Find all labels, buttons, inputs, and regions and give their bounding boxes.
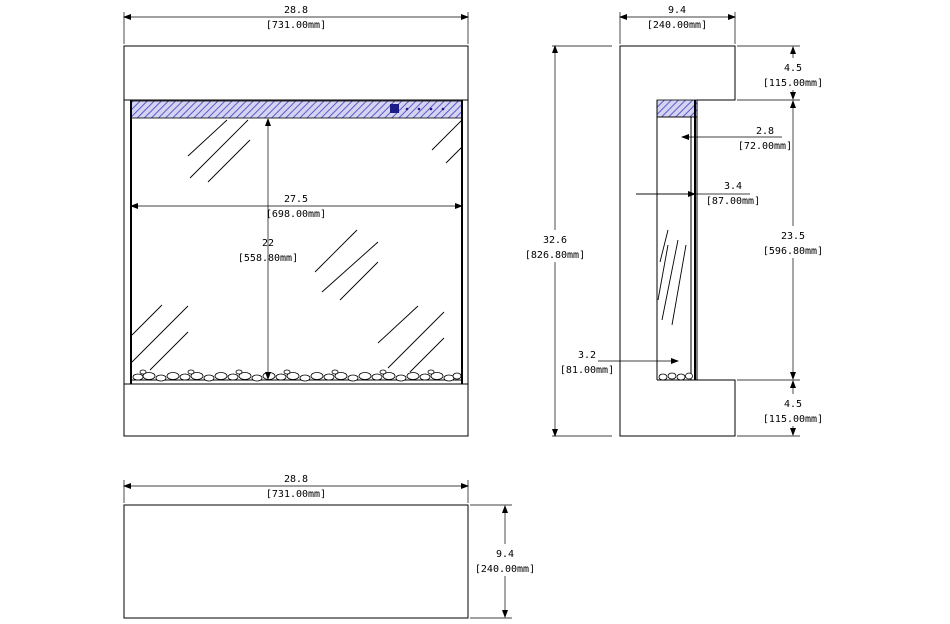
control-strip — [130, 100, 463, 119]
front-width-inch: 28.8 — [284, 5, 308, 16]
glass-height-dimension: 22 [558.80mm] — [238, 118, 298, 380]
opening-height-inch: 23.5 — [781, 231, 805, 242]
top-depth-inch: 9.4 — [496, 549, 514, 560]
top-width-dimension: 28.8 [731.00mm] — [123, 474, 469, 503]
glass-width-dimension: 27.5 [698.00mm] — [130, 194, 463, 220]
top-depth-dimension: 9.4 [240.00mm] — [470, 504, 535, 619]
bottom-band-inch: 4.5 — [784, 399, 802, 410]
control-panel-icon — [390, 104, 445, 113]
total-height-inch: 32.6 — [543, 235, 567, 246]
top-width-inch: 28.8 — [284, 474, 308, 485]
side-depth-dimension: 9.4 [240.00mm] — [619, 5, 736, 44]
top-view-outline — [123, 504, 469, 619]
side-glass-reflections — [657, 229, 687, 326]
bottom-band-mm: [115.00mm] — [763, 414, 823, 425]
recess-mid-mm: [87.00mm] — [706, 196, 760, 207]
glass-width-inch: 27.5 — [284, 194, 308, 205]
total-height-mm: [826.80mm] — [525, 250, 585, 261]
side-ember-bed — [658, 372, 693, 381]
recess-mid-inch: 3.4 — [724, 181, 742, 192]
glass-panel — [130, 100, 463, 384]
recess-top-inch: 2.8 — [756, 126, 774, 137]
recess-bottom-mm: [81.00mm] — [560, 365, 614, 376]
top-band-inch: 4.5 — [784, 63, 802, 74]
front-outer-frame — [123, 45, 469, 437]
recess-bottom-dimension: 3.2 [81.00mm] — [560, 350, 679, 376]
recess-mid-dimension: 3.4 [87.00mm] — [636, 181, 760, 207]
side-control-strip — [656, 99, 698, 118]
glass-reflections — [131, 119, 463, 373]
opening-height-dimension: 23.5 [596.80mm] — [763, 100, 823, 380]
recess-top-dimension: 2.8 [72.00mm] — [681, 126, 792, 152]
top-depth-mm: [240.00mm] — [475, 564, 535, 575]
top-band-dimension: 4.5 [115.00mm] — [763, 46, 823, 100]
recess-bottom-inch: 3.2 — [578, 350, 596, 361]
glass-width-mm: [698.00mm] — [266, 209, 326, 220]
bottom-band-dimension: 4.5 [115.00mm] — [763, 380, 823, 436]
recess-top-mm: [72.00mm] — [738, 141, 792, 152]
opening-height-mm: [596.80mm] — [763, 246, 823, 257]
top-view: 28.8 [731.00mm] 9.4 [240.00mm] — [123, 474, 535, 619]
glass-height-mm: [558.80mm] — [238, 253, 298, 264]
top-band-mm: [115.00mm] — [763, 78, 823, 89]
ember-bed — [132, 369, 462, 382]
side-depth-mm: [240.00mm] — [647, 20, 707, 31]
glass-height-inch: 22 — [262, 238, 274, 249]
front-width-mm: [731.00mm] — [266, 20, 326, 31]
total-height-dimension: 32.6 [826.80mm] — [525, 45, 612, 437]
side-view: 9.4 [240.00mm] — [525, 5, 823, 437]
front-view: 28.8 [731.00mm] — [123, 5, 469, 437]
top-width-mm: [731.00mm] — [266, 489, 326, 500]
front-width-dimension: 28.8 [731.00mm] — [123, 5, 469, 44]
side-depth-inch: 9.4 — [668, 5, 686, 16]
